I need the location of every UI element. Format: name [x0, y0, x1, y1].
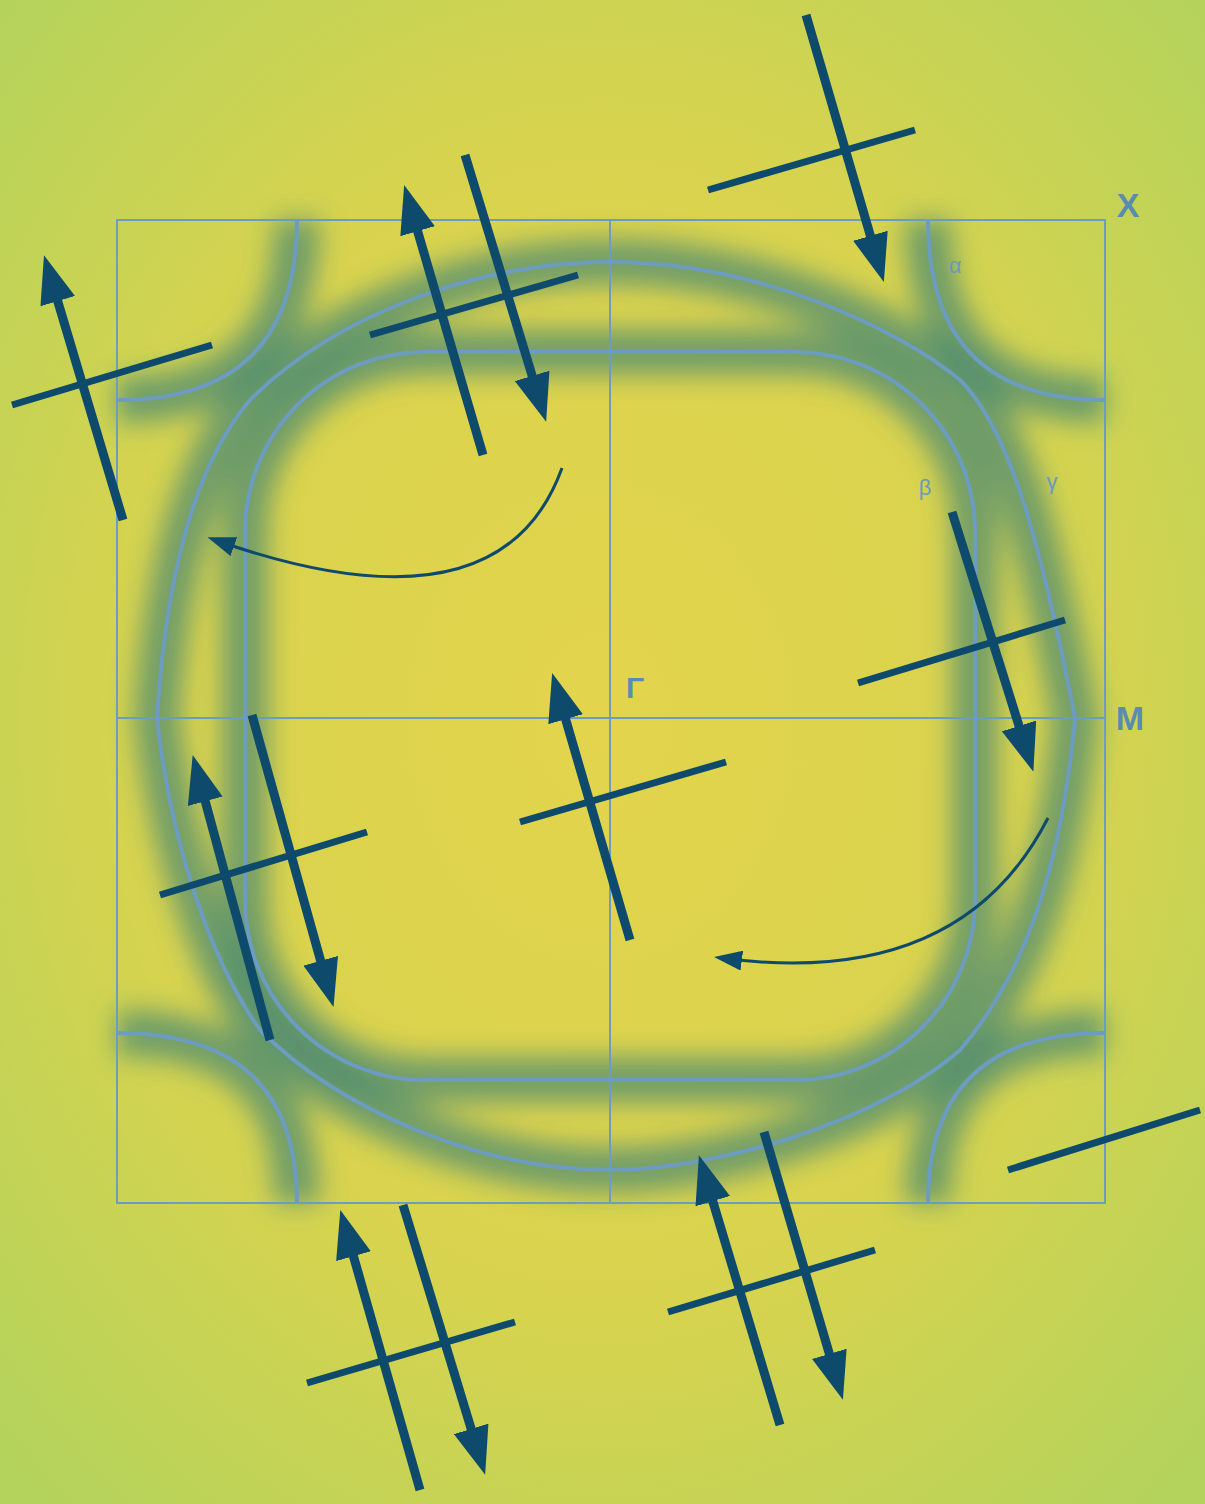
- fermi-sheets: [117, 220, 1105, 1203]
- symmetry-point-label: Γ: [626, 673, 644, 703]
- scattering-arrow: [722, 818, 1048, 963]
- spin-bar: [160, 832, 367, 895]
- spin-arrow: [465, 155, 538, 395]
- spin-arrow: [764, 1132, 835, 1373]
- spin-arrow: [52, 282, 123, 520]
- spin-arrow: [806, 15, 876, 255]
- zone-border: [117, 220, 1105, 1203]
- spin-bar: [12, 345, 212, 405]
- spin-arrows: [12, 15, 1200, 1490]
- alpha-sheet: [117, 220, 1105, 1203]
- beta-sheet: [245, 352, 975, 1080]
- scattering-arrows: [215, 468, 1048, 963]
- symmetry-point-label: X: [1117, 188, 1140, 222]
- spin-bar: [708, 130, 915, 190]
- spin-bar: [1008, 1110, 1200, 1170]
- spin-bar: [668, 1250, 875, 1312]
- spin-arrow: [403, 1205, 477, 1448]
- gamma-sheet: [157, 262, 1075, 1170]
- brillouin-grid: [117, 220, 1105, 1203]
- symmetry-point-label: M: [1116, 701, 1144, 735]
- spin-bar: [520, 762, 726, 822]
- grid-line: [609, 220, 611, 1203]
- band-glow: [117, 220, 1105, 1203]
- spin-arrow: [200, 782, 270, 1040]
- band-label: β: [919, 477, 932, 499]
- spin-arrow: [412, 212, 483, 455]
- spin-bar: [858, 620, 1065, 683]
- alpha-glow: [117, 220, 1105, 1203]
- grid-line: [117, 717, 1105, 719]
- spin-bar: [370, 275, 578, 335]
- spin-arrow: [952, 512, 1025, 745]
- band-label: α: [949, 255, 962, 277]
- spin-arrow: [707, 1182, 780, 1425]
- spin-arrow: [560, 700, 630, 940]
- gamma-glow: [157, 262, 1075, 1170]
- scattering-arrow: [215, 468, 562, 577]
- band-label: γ: [1047, 471, 1058, 493]
- spin-bar: [307, 1322, 515, 1383]
